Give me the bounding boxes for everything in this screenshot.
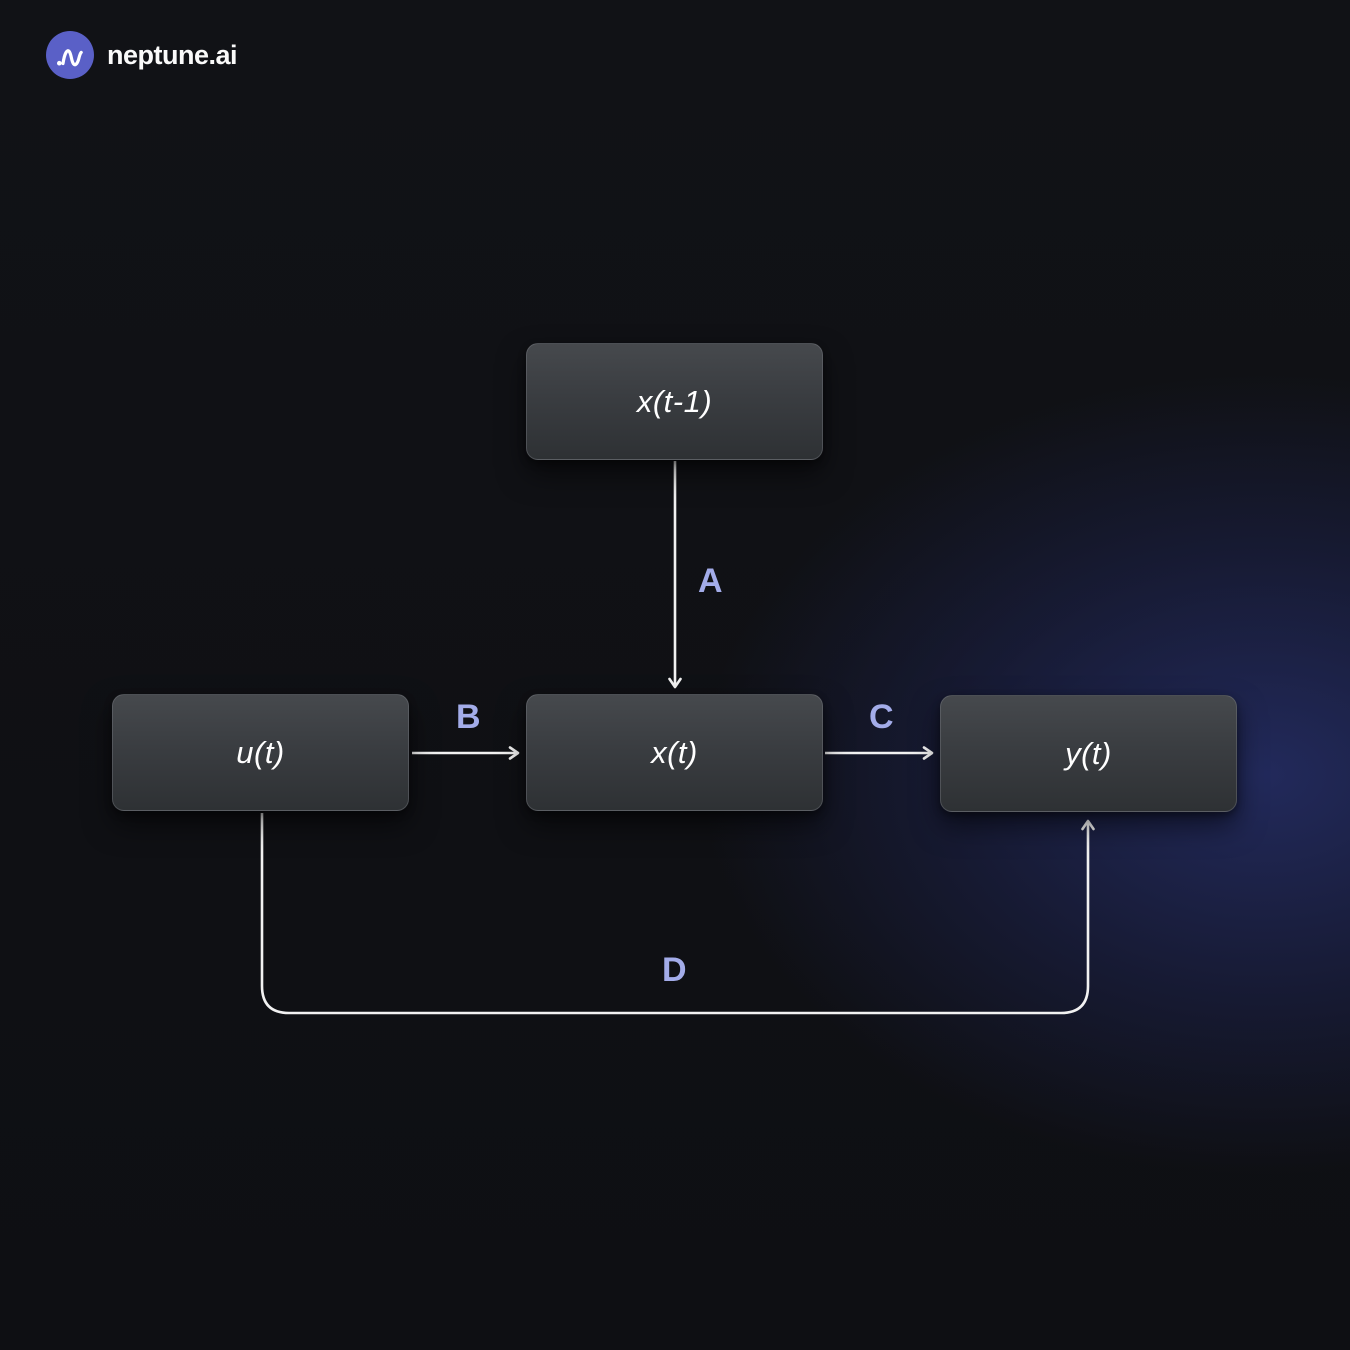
node-u: u(t) <box>112 694 409 811</box>
edge-label-d: D <box>662 951 687 989</box>
brand-name: neptune.ai <box>107 39 238 70</box>
neptune-logo-wave-icon <box>46 31 94 79</box>
node-x-label: x(t) <box>651 734 698 770</box>
edge-label-b: B <box>456 698 481 736</box>
node-u-label: u(t) <box>236 734 285 770</box>
node-x-prev: x(t-1) <box>526 343 823 460</box>
node-x: x(t) <box>526 694 823 811</box>
edge-label-a: A <box>698 562 723 600</box>
edge-label-c: C <box>869 698 894 736</box>
brand: neptune.ai <box>46 31 238 79</box>
node-y: y(t) <box>940 695 1237 812</box>
node-x-prev-label: x(t-1) <box>636 383 713 419</box>
node-y-label: y(t) <box>1065 735 1112 771</box>
